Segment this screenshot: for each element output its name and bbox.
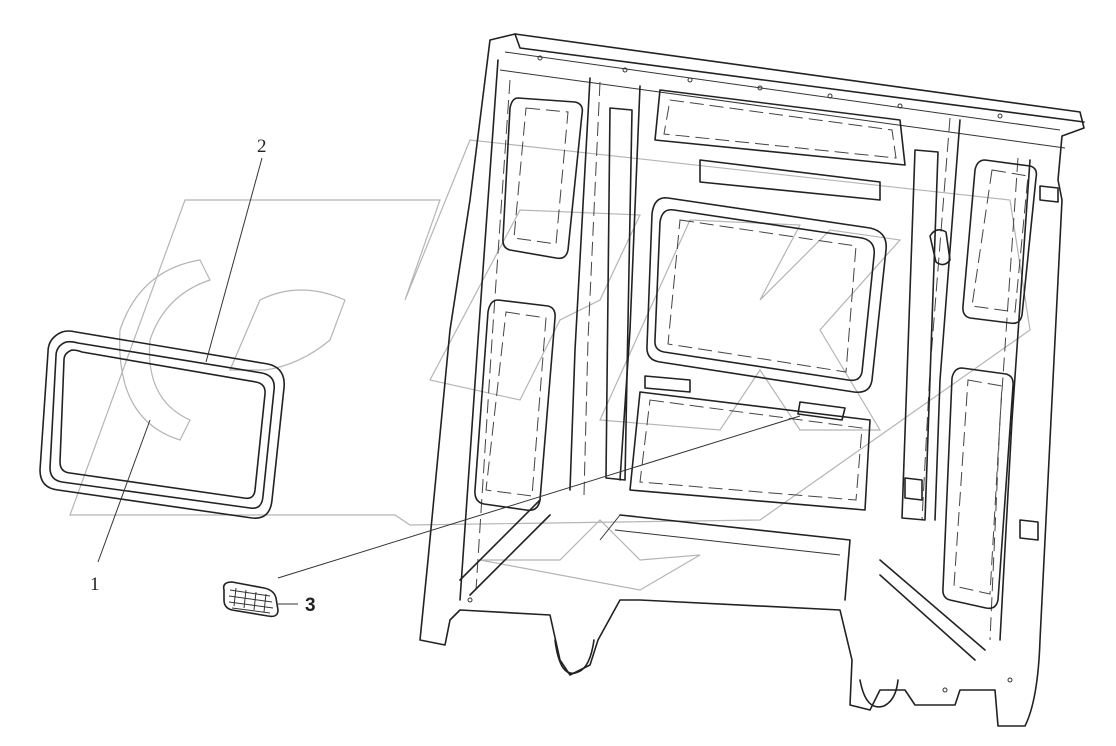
- vent-plug-part-3: [222, 581, 279, 618]
- watermark-logo: [69, 139, 1031, 591]
- callout-label-3: 3: [305, 595, 316, 616]
- leader-lines: [97, 157, 801, 605]
- leader-line-3: [277, 415, 801, 579]
- seal-frame-part-1: [39, 330, 285, 519]
- cab-rear-wall-panel: [419, 33, 1085, 727]
- leader-line-2: [205, 157, 263, 363]
- callout-label-1: 1: [90, 574, 100, 595]
- leader-line-1: [97, 419, 151, 563]
- callout-label-2: 2: [257, 136, 267, 157]
